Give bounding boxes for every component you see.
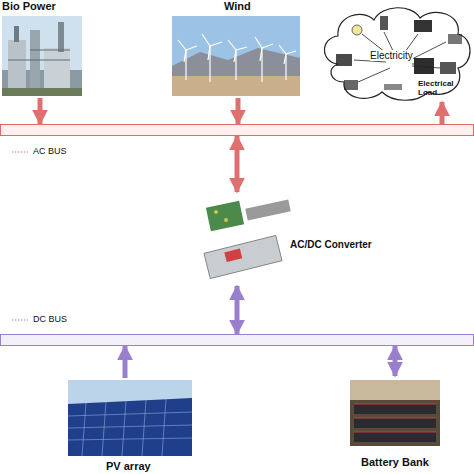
node-label: Wind (224, 0, 251, 12)
source-box: Wind (170, 0, 302, 98)
bio-power-illustration (2, 16, 82, 96)
converter-box: AC/DC Converter (198, 192, 388, 286)
bus-band: AC BUS (0, 124, 474, 136)
electric-device-icons (336, 16, 462, 90)
flow-arrow (123, 346, 128, 378)
bus-band: DC BUS (0, 334, 474, 346)
load-cloud: ElectricityElectrical Load (318, 2, 474, 102)
node-label: Electricity (370, 50, 413, 61)
flow-arrow (393, 346, 398, 376)
node-label: AC/DC Converter (290, 239, 372, 250)
node-label: PV array (106, 460, 151, 472)
node-label: AC BUS (33, 147, 67, 157)
flow-arrow (235, 136, 240, 192)
flow-arrow (38, 98, 43, 124)
flow-arrow (440, 102, 445, 124)
node-label: DC BUS (33, 315, 67, 325)
pv-array-illustration (68, 380, 192, 456)
battery-bank-illustration (350, 380, 440, 446)
ac-bus-sample (12, 152, 28, 153)
flow-arrow (236, 98, 241, 124)
flow-arrow (235, 286, 240, 334)
node-label: Bio Power (2, 0, 56, 12)
node-caption: Electrical Load (418, 80, 474, 98)
storage-box: Battery Bank (345, 376, 445, 474)
node-label: Battery Bank (361, 456, 429, 468)
dc-bus-sample (12, 320, 28, 321)
converter-illustration (204, 200, 291, 279)
wind-farm-illustration (172, 16, 300, 96)
source-box: PV array (66, 378, 194, 474)
source-box: Bio Power (0, 0, 86, 98)
